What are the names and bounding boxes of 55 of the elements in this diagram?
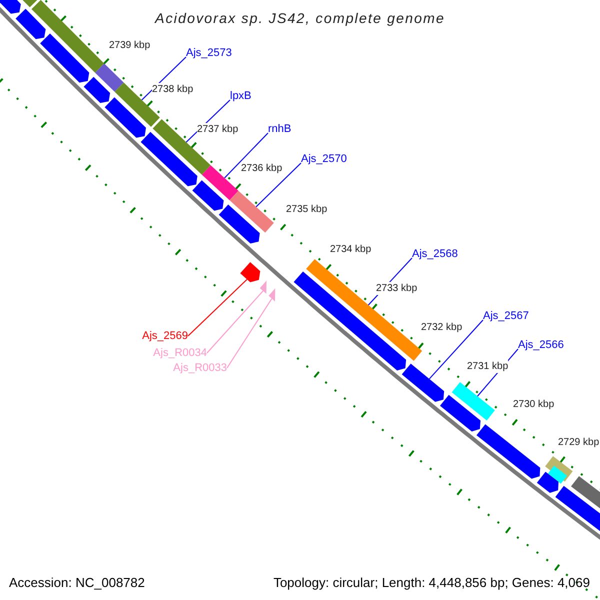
gene-bar (548, 466, 567, 484)
gene-block (555, 486, 600, 531)
gene-label: rnhB (268, 123, 292, 136)
leader-line (141, 56, 186, 101)
gene-bar (32, 0, 104, 73)
gene-block (40, 34, 90, 83)
gene-block (192, 180, 224, 211)
leader-line (428, 320, 484, 380)
scale-label: 2738 kbp (152, 83, 194, 96)
gene-label: Ajs_2570 (301, 153, 347, 166)
gene-bar (230, 190, 274, 233)
scale-label: 2735 kbp (286, 203, 328, 216)
scale-label: 2733 kbp (376, 282, 418, 295)
gene-label: Ajs_2569 (142, 330, 188, 343)
gene-block (402, 364, 444, 402)
gene-block (476, 424, 540, 479)
scale-label: 2730 kbp (513, 398, 554, 411)
gene-label: Ajs_R0033 (173, 362, 227, 375)
gene-label: Ajs_2566 (518, 339, 564, 352)
gene-block (536, 472, 558, 493)
scale-label: 2732 kbp (421, 321, 462, 334)
gene-bar (306, 259, 422, 361)
gene-bar (452, 382, 495, 420)
gene-block (104, 97, 146, 138)
leader-line (226, 298, 272, 368)
gene-label: lpxB (230, 90, 252, 103)
accession-text: Accession: NC_008782 (9, 576, 145, 589)
gene-label: Ajs_R0034 (153, 347, 207, 360)
gene-bar (95, 64, 124, 92)
scale-label: 2729 kbp (558, 436, 600, 449)
gene-block (240, 262, 260, 282)
leader-line (224, 132, 268, 178)
scale-label: 2739 kbp (109, 39, 150, 52)
gene-block (440, 394, 480, 432)
gene-block (16, 8, 46, 40)
leader-line (206, 290, 264, 354)
gene-triangle (268, 288, 276, 302)
gene-block (218, 204, 260, 244)
gene-label: Ajs_2573 (186, 47, 232, 60)
gene-block (140, 132, 198, 186)
scale-label: 2736 kbp (241, 162, 282, 175)
gene-block (84, 76, 110, 103)
gene-triangle (260, 280, 266, 294)
leader-line (188, 278, 248, 336)
gene-bar (571, 476, 600, 508)
scale-label: 2734 kbp (330, 243, 372, 256)
scale-label: 2737 kbp (197, 123, 238, 136)
gene-block (0, 0, 21, 14)
leader-line (256, 162, 302, 208)
title: Acidovorax sp. JS42, complete genome (154, 9, 446, 28)
scale-label: 2731 kbp (467, 360, 508, 373)
gene-label: Ajs_2567 (483, 310, 529, 323)
gene-label: Ajs_2568 (412, 248, 458, 261)
genome-info-text: Topology: circular; Length: 4,448,856 bp; Genes: 4,069 (273, 576, 590, 589)
gene-bar (202, 165, 238, 200)
